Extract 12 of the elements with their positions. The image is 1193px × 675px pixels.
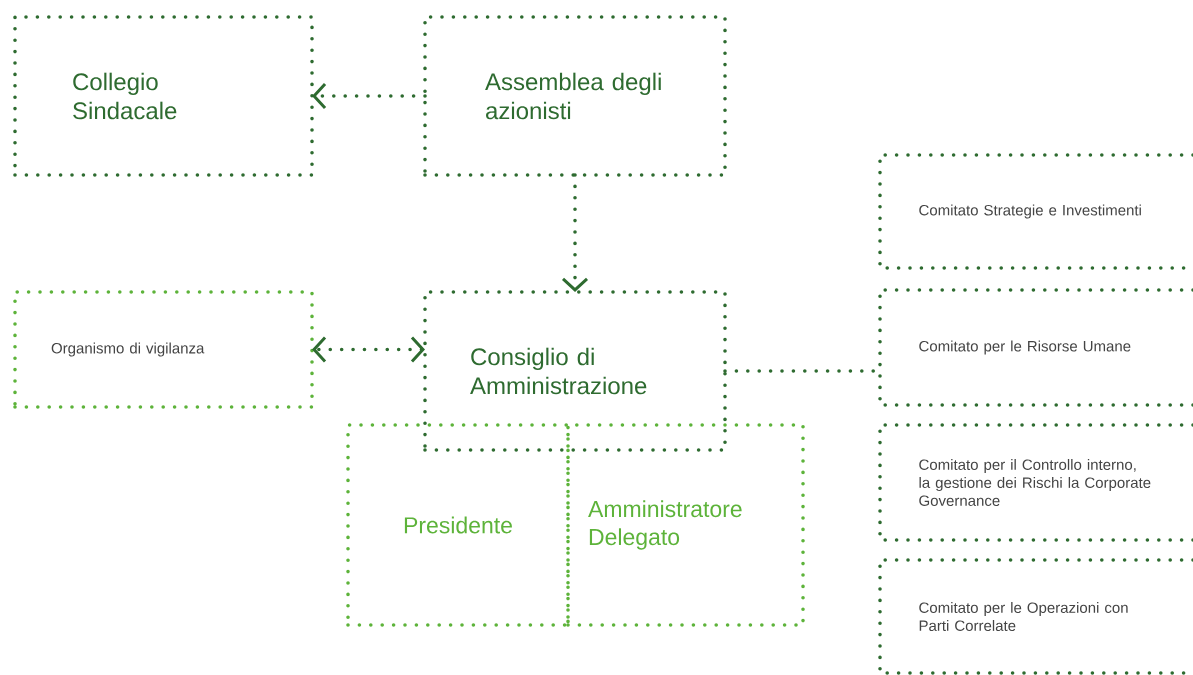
body-box: Collegio Sindacale xyxy=(13,15,314,177)
committee-box: Comitato per le Operazioni con Parti Correlate xyxy=(878,558,1193,675)
body-box: Organismo di vigilanza xyxy=(13,290,314,409)
role-box: Presidente xyxy=(346,423,570,627)
committee-box: Comitato Strategie e Investimenti xyxy=(878,153,1193,270)
arrow xyxy=(312,82,327,109)
body-box: Consiglio di Amministrazione xyxy=(423,290,727,452)
body-box: Assemblea degli azionisti xyxy=(423,15,727,177)
arrow xyxy=(562,277,589,292)
role-box: Amministratore Delegato xyxy=(566,423,805,627)
committee-box: Comitato per le Risorse Umane xyxy=(878,288,1193,407)
committee-box: Comitato per il Controllo interno, la gestione dei Rischi la Corporate Governance xyxy=(878,423,1193,542)
